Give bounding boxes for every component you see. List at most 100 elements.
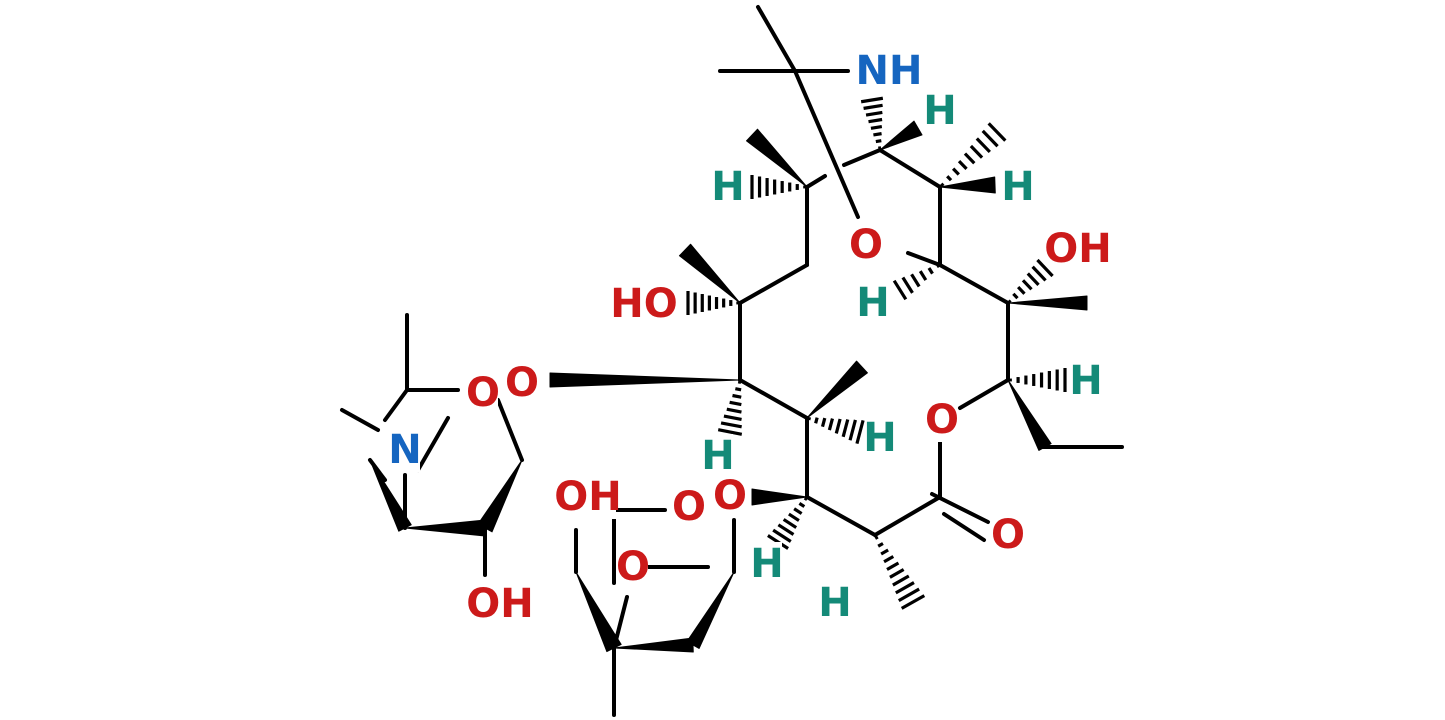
atom-label-background [1050, 227, 1106, 271]
wedge-bond [1007, 295, 1088, 311]
hashed-bond-stroke [834, 418, 842, 434]
atom-label-oh: OH [466, 581, 533, 627]
wedge-bond [678, 243, 741, 304]
atom-label-background [861, 49, 917, 93]
atom-label-o: O [991, 512, 1025, 558]
atom-label-background [472, 582, 528, 626]
hashed-bond-stroke [820, 417, 827, 428]
atom-label-h: H [1001, 164, 1034, 210]
bond-line [416, 416, 450, 472]
hashed-bond-stroke [865, 110, 883, 117]
atom-label-ho: HO [610, 281, 677, 327]
hashed-bond-stroke [910, 273, 921, 288]
wedge-bond [879, 120, 923, 151]
atom-label-o: O [505, 360, 539, 406]
hashed-bond-stroke [918, 270, 928, 281]
hashed-bond-stroke [1026, 272, 1040, 286]
hashed-bond-stroke [880, 548, 889, 556]
wedge-bond [746, 128, 808, 188]
bond-line [878, 148, 942, 189]
bond-line [756, 5, 797, 73]
hashed-bond-stroke [726, 407, 742, 414]
atom-label-background [865, 416, 895, 460]
atom-label-o: O [925, 397, 959, 443]
bond-line [930, 492, 990, 524]
hashed-bond-stroke [901, 276, 914, 294]
hashed-bond-stroke [848, 419, 857, 441]
bond-line [805, 174, 827, 189]
atom-label-background [925, 89, 955, 133]
atom-label-background [851, 223, 881, 267]
hashed-bond-stroke [975, 137, 991, 154]
bond-line [842, 148, 882, 167]
hashed-bond-stroke [957, 160, 968, 170]
hashed-bond-stroke [717, 428, 743, 436]
hashed-bond-stroke [803, 496, 808, 501]
bond-line [340, 408, 380, 432]
hashed-bond-stroke [782, 518, 798, 529]
bond-line [906, 251, 942, 267]
atom-label-o: O [713, 473, 747, 519]
hashed-bond-stroke [940, 182, 945, 187]
hashed-bond-stroke [889, 568, 905, 579]
atom-label-background [713, 165, 743, 209]
hashed-bond-stroke [863, 103, 883, 110]
atom-label-background [703, 434, 733, 478]
hashed-bond-stroke [870, 124, 883, 130]
atom-label-h: H [818, 580, 851, 626]
atom-label-background [993, 513, 1023, 557]
hashed-bond-stroke [814, 417, 819, 424]
atom-label-background [927, 398, 957, 442]
atom-label-background [560, 475, 616, 519]
hashed-bond-stroke [886, 561, 900, 571]
hashed-bond-stroke [1021, 279, 1033, 291]
atom-label-background [752, 542, 782, 586]
hashed-bond-stroke [777, 523, 795, 536]
atom-label-o: O [616, 544, 650, 590]
bond-line [938, 263, 1010, 305]
hashed-bond-stroke [1036, 258, 1054, 278]
hashed-bond-stroke [936, 263, 941, 269]
atom-label-background [715, 474, 745, 518]
bond-layer [340, 5, 1124, 717]
atom-label-h: H [1069, 358, 1102, 404]
bond-line [738, 263, 809, 305]
atom-label-background [858, 281, 888, 325]
hashed-bond-stroke [1031, 265, 1047, 282]
hashed-bond-stroke [927, 267, 934, 275]
atom-label-o: O [672, 484, 706, 530]
hashed-bond-stroke [793, 507, 803, 515]
wedge-bond [1007, 379, 1052, 451]
atom-label-background [507, 361, 537, 405]
atom-label-h: H [750, 541, 783, 587]
wedge-bond [939, 176, 996, 194]
hashed-bond-stroke [883, 555, 895, 564]
hashed-bond-stroke [897, 587, 920, 603]
hashed-bond-stroke [732, 393, 742, 399]
wedge-bond [613, 637, 694, 653]
hashed-bond-stroke [788, 512, 800, 522]
hashed-bond-stroke [969, 144, 984, 159]
wedge-bond [404, 519, 486, 537]
hashed-bond-stroke [860, 96, 884, 104]
hashed-bond-stroke [827, 418, 834, 431]
hashed-bond-stroke [737, 380, 742, 384]
atom-label-h: H [923, 88, 956, 134]
wedge-bond [686, 571, 735, 649]
hashed-bond-stroke [963, 152, 976, 165]
bond-line [496, 398, 524, 462]
hashed-bond-stroke [1012, 292, 1019, 300]
hashed-bond-stroke [868, 117, 883, 124]
atom-label-oh: OH [554, 474, 621, 520]
bond-line [958, 378, 1010, 410]
atom-label-n: N [388, 427, 421, 473]
atom-label-background [390, 428, 420, 472]
bond-line [805, 495, 877, 537]
atom-label-h: H [863, 415, 896, 461]
atom-label-background [1071, 359, 1101, 403]
hashed-bond-stroke [895, 581, 915, 595]
atom-label-background [820, 581, 850, 625]
hashed-bond-stroke [987, 122, 1007, 142]
